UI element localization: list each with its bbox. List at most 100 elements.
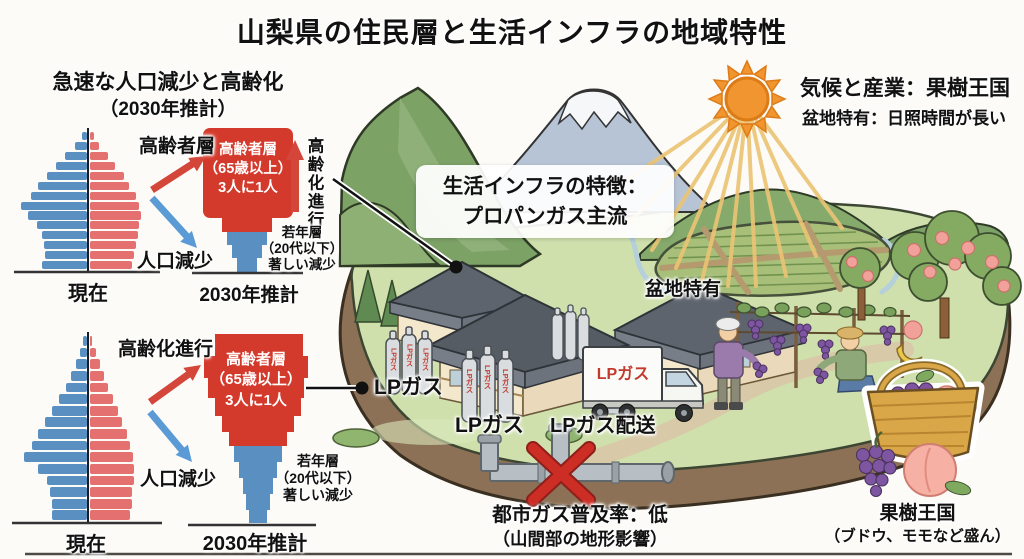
- pyramid-bar-right: [89, 211, 142, 220]
- arrow-decline-bottom: [147, 409, 192, 462]
- pyramid-bar-right: [89, 347, 96, 358]
- pyramid-bar-left: [65, 382, 87, 393]
- arrow-aging-up-icon: [286, 140, 304, 212]
- pyramid-bar-right: [89, 487, 133, 497]
- pyramid-bar-right: [89, 336, 93, 346]
- axis-2030-bottom: 2030年推計: [202, 533, 308, 555]
- label-elderly-top: 高齢者層: [139, 136, 216, 157]
- farmer-standing: [713, 317, 768, 410]
- pyramid-bar-right: [89, 251, 135, 260]
- sun-icon: [707, 59, 787, 139]
- city-gas-note: 都市ガス普及率：低 （山間部の地形影響）: [492, 504, 668, 549]
- pyramid-bar-right: [89, 370, 105, 381]
- arrow-aging-bottom: [147, 365, 201, 405]
- truck-side-text: LPガス: [596, 366, 650, 383]
- leader-line-infra: [331, 176, 463, 274]
- farm-fields: [654, 220, 892, 297]
- youth-note-bottom: 若年層 （20代以下） 著しい減少: [275, 453, 361, 503]
- pyramid-bar-right: [89, 475, 134, 486]
- pyramid-bar-left: [64, 151, 87, 160]
- pyramid-bar-right: [89, 141, 100, 151]
- label-aging-vertical: 高齢化進行: [305, 137, 323, 230]
- pyramid-bar-left: [74, 141, 87, 151]
- pyramid-bar-right: [89, 171, 124, 180]
- cylinder-text: LPガス: [465, 369, 474, 394]
- lp-gas-label-left: LPガス: [374, 376, 443, 399]
- pyramid-bar-left: [20, 201, 87, 210]
- pyramid-bar-right: [89, 359, 100, 370]
- pyramid-bar-left: [51, 405, 87, 416]
- funnel-2030-bottom: [188, 334, 316, 527]
- pyramid-bar-right: [89, 417, 123, 428]
- infra-callout-box: 生活インフラの特徴： プロパンガス主流: [416, 165, 674, 239]
- orchard-trees: [839, 210, 1022, 365]
- pyramid-bar-left: [41, 231, 87, 240]
- label-aging-bottom: 高齢化進行: [118, 339, 214, 360]
- pyramid-bar-left: [37, 429, 87, 439]
- elderly-box-top: 高齢者層 （65歳以上） 3人に1人: [203, 142, 293, 197]
- pyramid-bar-right: [89, 405, 119, 416]
- pyramid-bar-left: [31, 440, 87, 451]
- pyramid-bar-left: [80, 347, 87, 358]
- pyramid-bar-left: [24, 452, 87, 463]
- orchard-note: 果樹王国 （ブドウ、モモなど盛ん）: [824, 503, 1011, 545]
- climate-title: 気候と産業：果樹王国: [800, 77, 1010, 100]
- axis-2030-top: 2030年推計: [199, 285, 299, 306]
- pyramid-bar-left: [50, 487, 87, 497]
- axis-now-top: 現在: [68, 283, 108, 305]
- elderly-box-bottom: 高齢者層 （65歳以上） 3人に1人: [210, 351, 302, 409]
- pyramid-bar-right: [89, 151, 108, 160]
- pyramid-bar-left: [76, 359, 87, 370]
- pyramid-bar-right: [89, 201, 140, 210]
- pyramid-bar-left: [44, 251, 87, 260]
- pyramid-bar-left: [46, 171, 87, 180]
- pyramid-bar-right: [89, 181, 130, 190]
- pyramid-bar-left: [46, 475, 87, 486]
- pyramid-bar-left: [56, 161, 87, 170]
- pyramid-bar-right: [89, 394, 114, 404]
- pyramid-bar-left: [43, 241, 87, 250]
- pyramid-bar-right: [89, 241, 136, 250]
- page-title: 山梨県の住民層と生活インフラの地域特性: [236, 17, 788, 48]
- pyramid-bar-left: [71, 370, 87, 381]
- lp-gas-label-center: LPガス: [455, 414, 524, 437]
- lp-gas-delivery-label: LPガス配送: [550, 415, 656, 437]
- pyramid-bar-left: [36, 221, 87, 230]
- pyramid-bar-left: [31, 191, 87, 200]
- population-pyramid-current-top: [16, 128, 160, 271]
- pyramid-bar-right: [89, 452, 133, 463]
- gas-cylinders-center-group: LPガス LPガス LPガス: [461, 345, 514, 423]
- pyramid-bar-right: [89, 463, 135, 474]
- pyramid-bar-right: [89, 510, 131, 521]
- basin-label: 盆地特有: [645, 279, 722, 300]
- pyramid-bar-right: [89, 429, 127, 439]
- cylinder-text: LPガス: [422, 348, 430, 371]
- pyramid-bar-left: [58, 394, 87, 404]
- pyramid-bar-right: [89, 161, 116, 170]
- pyramid-bar-left: [83, 336, 87, 346]
- label-decline-bottom: 人口減少: [140, 469, 217, 490]
- cylinder-text: LPガス: [390, 348, 398, 371]
- label-decline-top: 人口減少: [137, 251, 214, 272]
- population-pyramid-current-bottom: [16, 332, 160, 522]
- arrow-decline-top: [149, 195, 197, 248]
- leader-line-lpgas: [306, 381, 369, 395]
- gas-cylinders-left-group: LPガス LPガス LPガス: [385, 326, 433, 395]
- arrow-elderly-top: [150, 156, 206, 193]
- pyramid-bar-left: [38, 181, 87, 190]
- pyramid-bar-left: [37, 463, 87, 474]
- cylinder-text: LPガス: [483, 365, 492, 390]
- pyramid-bar-right: [89, 191, 136, 200]
- pyramid-bar-left: [81, 132, 87, 141]
- pyramid-bar-left: [28, 211, 87, 220]
- pyramid-bar-right: [89, 382, 109, 393]
- pyramid-bar-right: [89, 221, 140, 230]
- pyramid-bar-left: [42, 261, 87, 270]
- youth-note-top: 若年層 （20代以下） 著しい減少: [260, 225, 344, 273]
- blocked-x-icon: [526, 441, 596, 507]
- left-panel-heading: 急速な人口減少と高齢化: [52, 71, 284, 94]
- pyramid-bar-right: [89, 261, 133, 270]
- pyramid-bar-right: [89, 440, 131, 451]
